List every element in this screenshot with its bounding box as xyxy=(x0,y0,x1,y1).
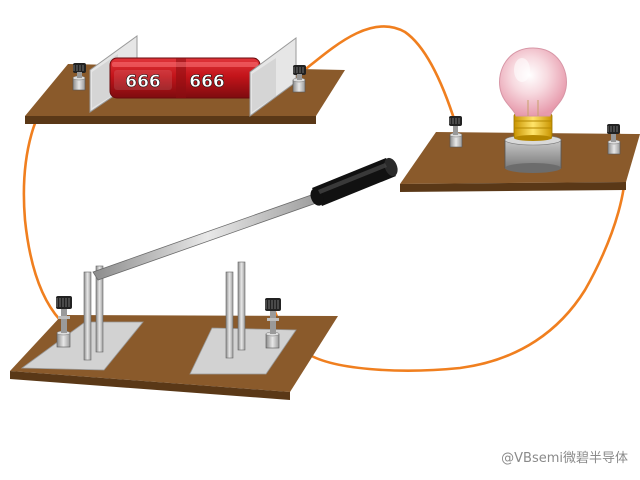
watermark: @VBsemi微碧半导体 xyxy=(501,451,628,466)
light-bulb[interactable] xyxy=(499,47,567,117)
bulb-board xyxy=(400,47,640,192)
fuse-board: 666 666 xyxy=(25,35,345,124)
switch-lever[interactable] xyxy=(92,156,400,281)
bulb-board-front xyxy=(400,182,626,192)
lever-arm xyxy=(92,192,323,281)
bulb-glass xyxy=(499,47,567,117)
wire-fuse-to-bulb[interactable] xyxy=(300,25,458,127)
terminal-bulb-right[interactable] xyxy=(607,124,621,155)
contact-plate-left xyxy=(20,321,144,371)
fuse-label-left: 666 xyxy=(125,72,161,92)
terminal-switch-right[interactable] xyxy=(265,298,281,349)
fuse[interactable]: 666 666 xyxy=(109,57,261,99)
bulb-base xyxy=(513,113,553,141)
switch-hinge xyxy=(83,265,104,361)
lever-handle[interactable] xyxy=(308,156,400,208)
terminal-fuse-left[interactable] xyxy=(72,63,86,91)
switch-contact xyxy=(225,261,246,359)
fuse-label-right: 666 xyxy=(189,72,225,92)
switch-board xyxy=(10,156,400,400)
terminal-bulb-left[interactable] xyxy=(449,116,463,148)
terminal-switch-left[interactable] xyxy=(56,296,72,348)
fuse-board-front xyxy=(25,116,316,124)
switch-board-front xyxy=(10,371,290,400)
terminal-fuse-right[interactable] xyxy=(292,65,306,93)
